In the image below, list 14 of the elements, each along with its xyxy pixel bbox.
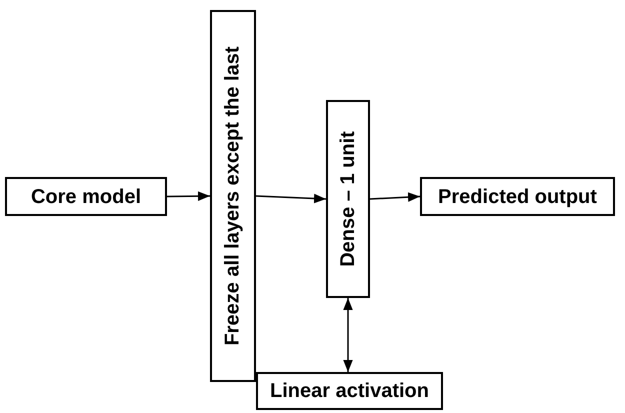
arrow xyxy=(343,298,353,372)
box-label: Core model xyxy=(30,186,142,206)
box-label: Predicted output xyxy=(438,186,597,206)
arrow xyxy=(167,191,210,201)
process-box xyxy=(5,177,167,216)
process-box xyxy=(326,100,370,298)
box-label: Dense – 1 unit xyxy=(338,131,358,267)
arrow xyxy=(370,192,420,202)
arrow xyxy=(256,194,326,204)
process-box xyxy=(210,10,256,382)
process-box xyxy=(420,177,615,216)
process-box xyxy=(256,372,443,410)
box-label: Freeze all layers except the last xyxy=(223,46,243,346)
box-label: Linear activation xyxy=(270,381,429,401)
